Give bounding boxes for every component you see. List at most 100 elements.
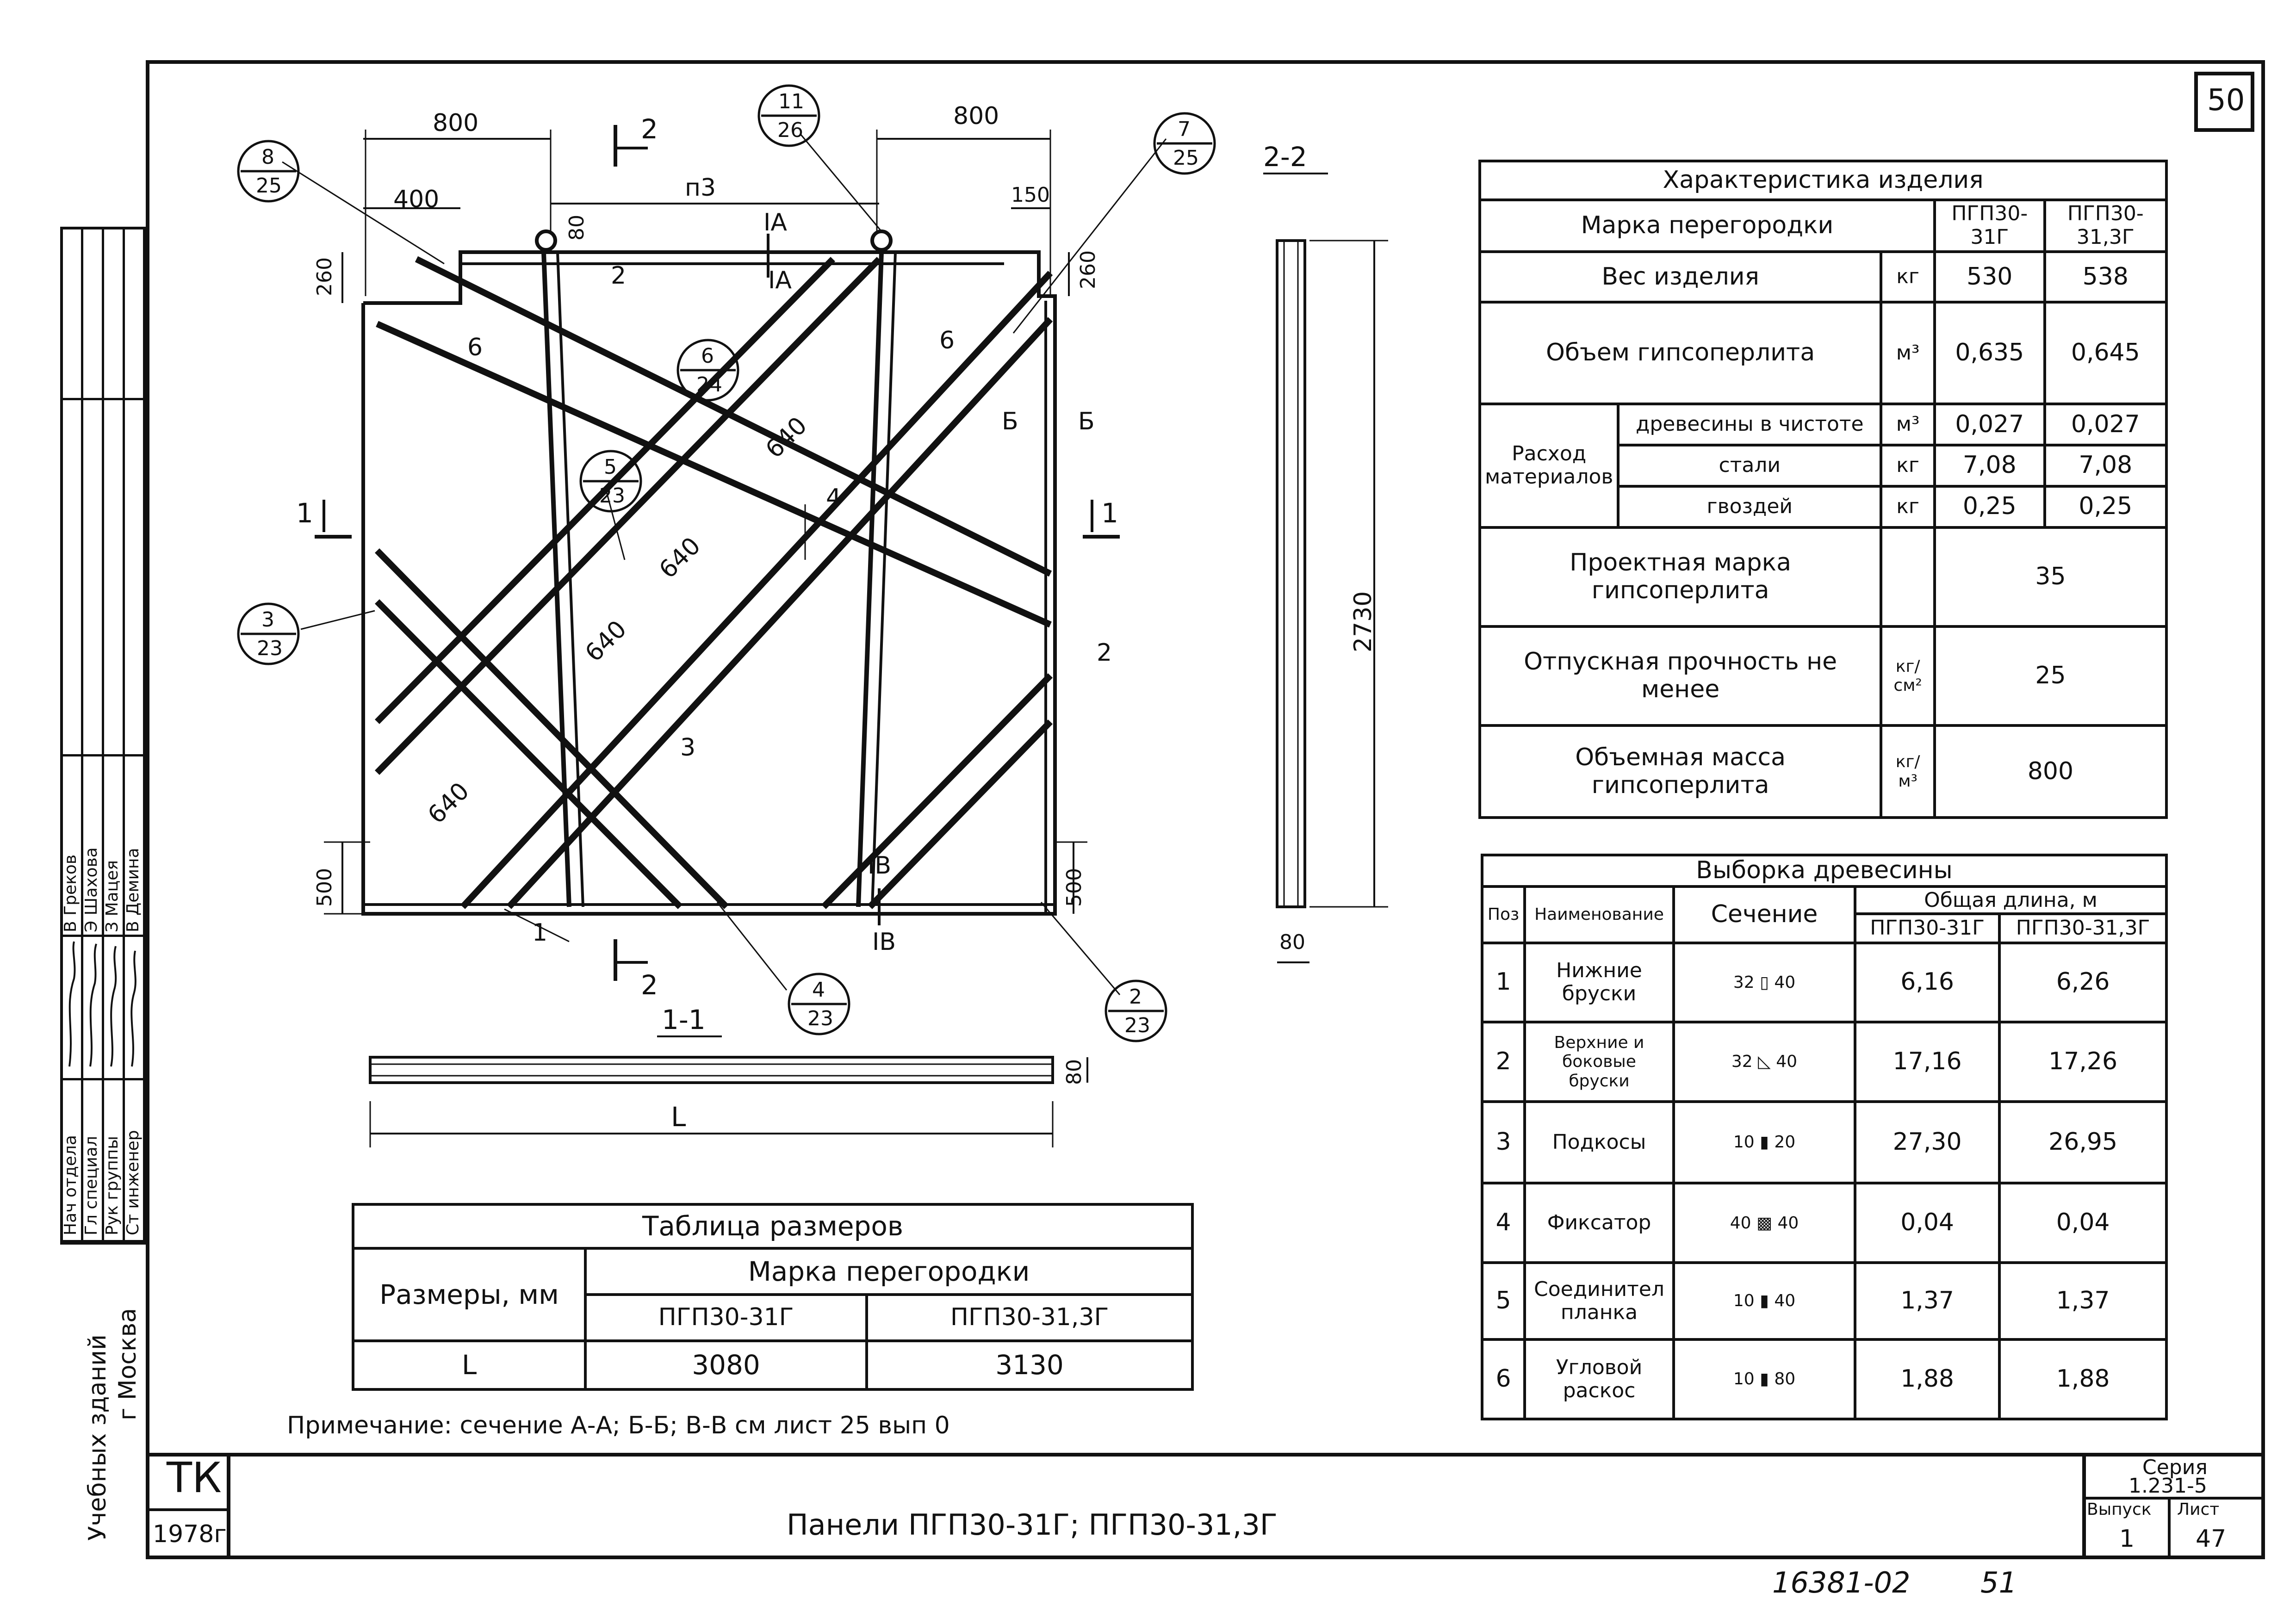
callout-4-num: 4 [812,978,825,1002]
title-block-sep4 [2082,1497,2265,1500]
project-mark-value: 35 [1933,526,2168,628]
timber-section: 10 ▮ 40 [1672,1261,1856,1341]
label-1a-top: IА [763,209,787,236]
side-stamp-divider-3 [123,227,125,1245]
dim-p3: п3 [685,174,716,202]
dim-800-left: 800 [433,109,479,137]
pos-4: 4 [826,484,842,512]
label-1a: IА [768,267,792,294]
consumption-steel-v2: 7,08 [2043,443,2168,488]
dim-80-top: 80 [565,215,589,241]
row-weight-unit: кг [1880,250,1936,304]
stamp-city: г Москва [114,1308,142,1420]
timber-v2: 26,95 [1998,1100,2168,1185]
sizes-col2: ПГП30-31,3Г [865,1293,1194,1342]
side-stamp-divider-h3 [60,935,146,937]
sizes-v1: 3080 [583,1339,869,1391]
callout-11-num: 11 [778,90,804,113]
callout-3-num: 3 [261,608,274,632]
sizes-v2: 3130 [865,1339,1194,1391]
row-volume-unit: м³ [1880,301,1936,406]
title-block-sheet: 47 [2196,1525,2227,1553]
consumption-nails-label: гвоздей [1617,484,1883,529]
timber-section: 32 ◺ 40 [1672,1021,1856,1103]
dim-260-right: 260 [1076,250,1100,289]
title-block-sep1 [227,1453,230,1559]
section-2-2-title: 2-2 [1263,141,1307,173]
timber-v2: 1,88 [1998,1338,2168,1420]
project-mark-label: Проектная марка гипсоперлита [1478,526,1883,628]
title-block-line [146,1453,2265,1457]
callout-11-den: 26 [777,118,803,142]
consumption-wood-label: древесины в чистоте [1617,403,1883,446]
timber-section: 32 ▯ 40 [1672,941,1856,1024]
timber-name: Нижние бруски [1523,941,1675,1024]
consumption-wood-unit: м³ [1880,403,1936,446]
consumption-label: Расход материалов [1478,403,1620,529]
consumption-nails-v2: 0,25 [2043,484,2168,529]
note: Примечание: сечение А-А; Б-Б; В-В см лис… [287,1412,950,1439]
pos-2-right: 2 [1097,639,1112,667]
label-1b-left: IВ [868,852,892,880]
title-block-tk: ТК [167,1454,222,1502]
label-b-left: Б [1002,408,1018,435]
section-2-2-height: 2730 [1349,591,1377,652]
stamp-org: Учебных зданий [84,1334,112,1541]
timber-v2: 1,37 [1998,1261,2168,1341]
row-weight-label: Вес изделия [1478,250,1883,304]
timber-h-col2: ПГП30-31,3Г [1998,912,2168,944]
timber-pos: 3 [1481,1100,1526,1185]
table-row: 6 Угловой раскос 10 ▮ 80 1,88 1,88 [1481,1338,2168,1420]
callout-5-den: 23 [599,484,625,508]
title-block-year: 1978г [153,1520,227,1548]
project-mark-unit [1880,526,1936,628]
table-row: 5 Соединител планка 10 ▮ 40 1,37 1,37 [1481,1261,2168,1341]
stamp-role-2: Гл специал [82,1136,101,1235]
header-mark: Марка перегородки [1478,198,1936,253]
consumption-wood-v2: 0,027 [2043,403,2168,446]
timber-v1: 1,88 [1853,1338,2001,1420]
table-row: 1 Нижние бруски 32 ▯ 40 6,16 6,26 [1481,941,2168,1024]
pos-2-top: 2 [611,262,627,290]
table-row: 3 Подкосы 10 ▮ 20 27,30 26,95 [1481,1100,2168,1185]
consumption-steel-unit: кг [1880,443,1936,488]
timber-v1: 17,16 [1853,1021,2001,1103]
timber-title: Выборка древесины [1481,853,2168,888]
pos-6-right: 6 [939,327,955,354]
section-2-2-width: 80 [1279,930,1305,954]
row-volume-v1: 0,635 [1933,301,2046,406]
row-volume-label: Объем гипсоперлита [1478,301,1883,406]
row-volume-v2: 0,645 [2043,301,2168,406]
timber-section: 40 ▩ 40 [1672,1182,1856,1264]
sizes-title: Таблица размеров [352,1203,1194,1250]
callout-3-den: 23 [257,637,283,660]
timber-v1: 0,04 [1853,1182,2001,1264]
dim-500-right: 500 [1062,868,1086,907]
row-weight-v1: 530 [1933,250,2046,304]
footer-code: 16381-02 [1772,1566,1911,1599]
sizes-col1: ПГП30-31Г [583,1293,869,1342]
timber-h-name: Наименование [1523,885,1675,944]
pos-3: 3 [680,734,696,762]
stamp-role-4: Ст инженер [124,1130,143,1235]
stamp-name-3: З Мацея [103,860,122,932]
timber-v2: 6,26 [1998,941,2168,1024]
sheet-number: 50 [2207,83,2245,118]
section-1-1-title: 1-1 [662,1004,706,1035]
timber-name: Соединител планка [1523,1261,1675,1341]
dim-800-right: 800 [953,102,999,130]
label-1b-bottom: IВ [872,928,896,956]
callout-4-den: 23 [807,1007,833,1030]
row-weight-v2: 538 [2043,250,2168,304]
consumption-steel-label: стали [1617,443,1883,488]
strength-unit: кг/см² [1880,625,1936,727]
density-value: 800 [1933,724,2168,819]
sizes-h-mark: Марка перегородки [584,1247,1194,1296]
title-block-sep2 [146,1508,229,1511]
pos-1: 1 [532,919,548,947]
callout-5-num: 5 [604,455,617,479]
strength-value: 25 [1933,625,2168,727]
timber-pos: 4 [1481,1182,1526,1264]
section-1-1-length: L [671,1101,686,1133]
side-stamp-divider-h4 [60,1078,146,1080]
